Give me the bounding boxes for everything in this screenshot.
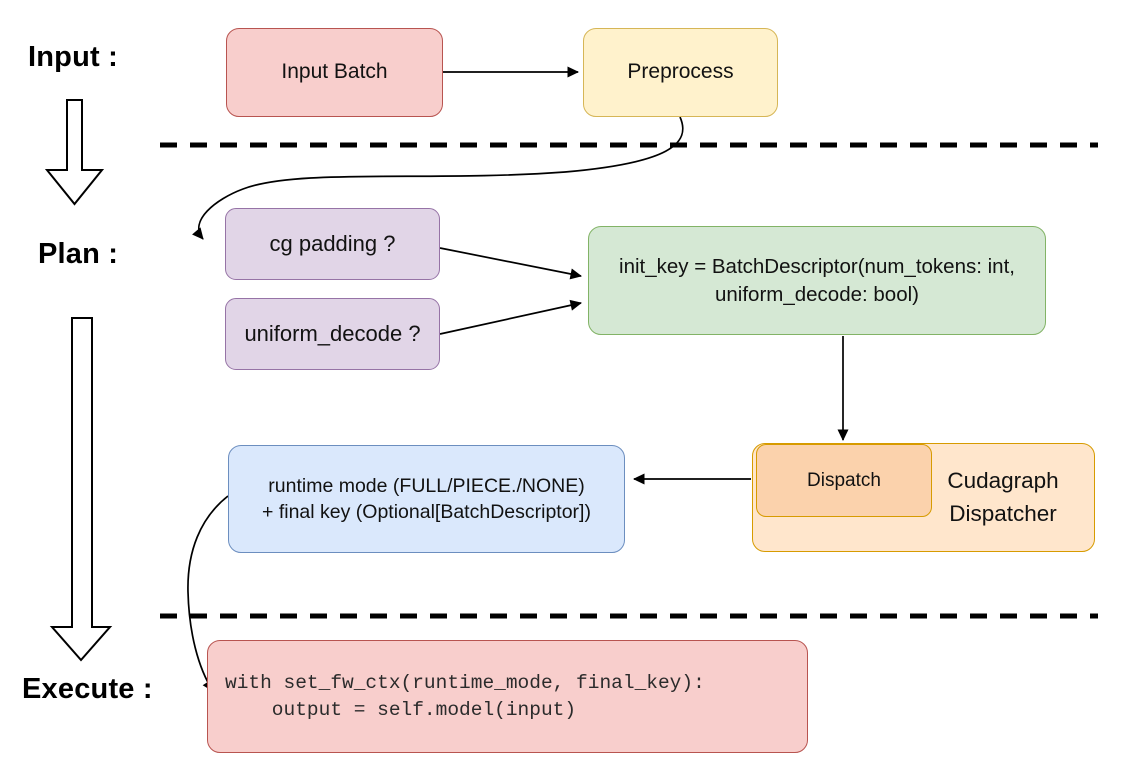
phase-label-execute: Execute : xyxy=(22,673,153,705)
node-input-batch-label: Input Batch xyxy=(281,60,388,84)
phase-label-input: Input : xyxy=(28,41,118,73)
node-input-batch: Input Batch xyxy=(226,28,443,117)
node-uniform-decode-label: uniform_decode ? xyxy=(244,321,421,347)
phase-arrow-plan-to-execute xyxy=(49,317,113,662)
node-runtime-result-line2: + final key (Optional[BatchDescriptor]) xyxy=(262,501,591,523)
node-dispatch: Dispatch xyxy=(756,444,932,517)
node-init-key-line2: uniform_decode: bool) xyxy=(715,282,919,306)
node-execute-code: with set_fw_ctx(runtime_mode, final_key)… xyxy=(207,640,808,753)
node-preprocess: Preprocess xyxy=(583,28,778,117)
phase-label-plan: Plan : xyxy=(38,238,119,270)
execute-code-line2: output = self.model(input) xyxy=(225,698,577,721)
node-preprocess-label: Preprocess xyxy=(627,60,734,84)
node-init-key-line1: init_key = BatchDescriptor(num_tokens: i… xyxy=(619,254,1015,278)
node-runtime-result: runtime mode (FULL/PIECE./NONE) + final … xyxy=(228,445,625,553)
node-uniform-decode: uniform_decode ? xyxy=(225,298,440,370)
node-cudagraph-dispatcher-label: Cudagraph Dispatcher xyxy=(947,467,1059,526)
node-dispatch-label: Dispatch xyxy=(807,469,881,491)
node-init-key: init_key = BatchDescriptor(num_tokens: i… xyxy=(588,226,1046,335)
phase-arrow-input-to-plan xyxy=(44,99,105,206)
node-cg-padding: cg padding ? xyxy=(225,208,440,280)
arrow-preprocess-to-cg-padding xyxy=(192,116,684,240)
node-cg-padding-label: cg padding ? xyxy=(269,231,396,257)
node-runtime-result-line1: runtime mode (FULL/PIECE./NONE) xyxy=(268,474,585,497)
arrow-cg-padding-to-init-key xyxy=(439,247,582,280)
execute-code-line1: with set_fw_ctx(runtime_mode, final_key)… xyxy=(225,671,705,694)
arrow-runtime-result-to-execute-code xyxy=(187,495,229,692)
arrow-uniform-decode-to-init-key xyxy=(439,299,582,335)
